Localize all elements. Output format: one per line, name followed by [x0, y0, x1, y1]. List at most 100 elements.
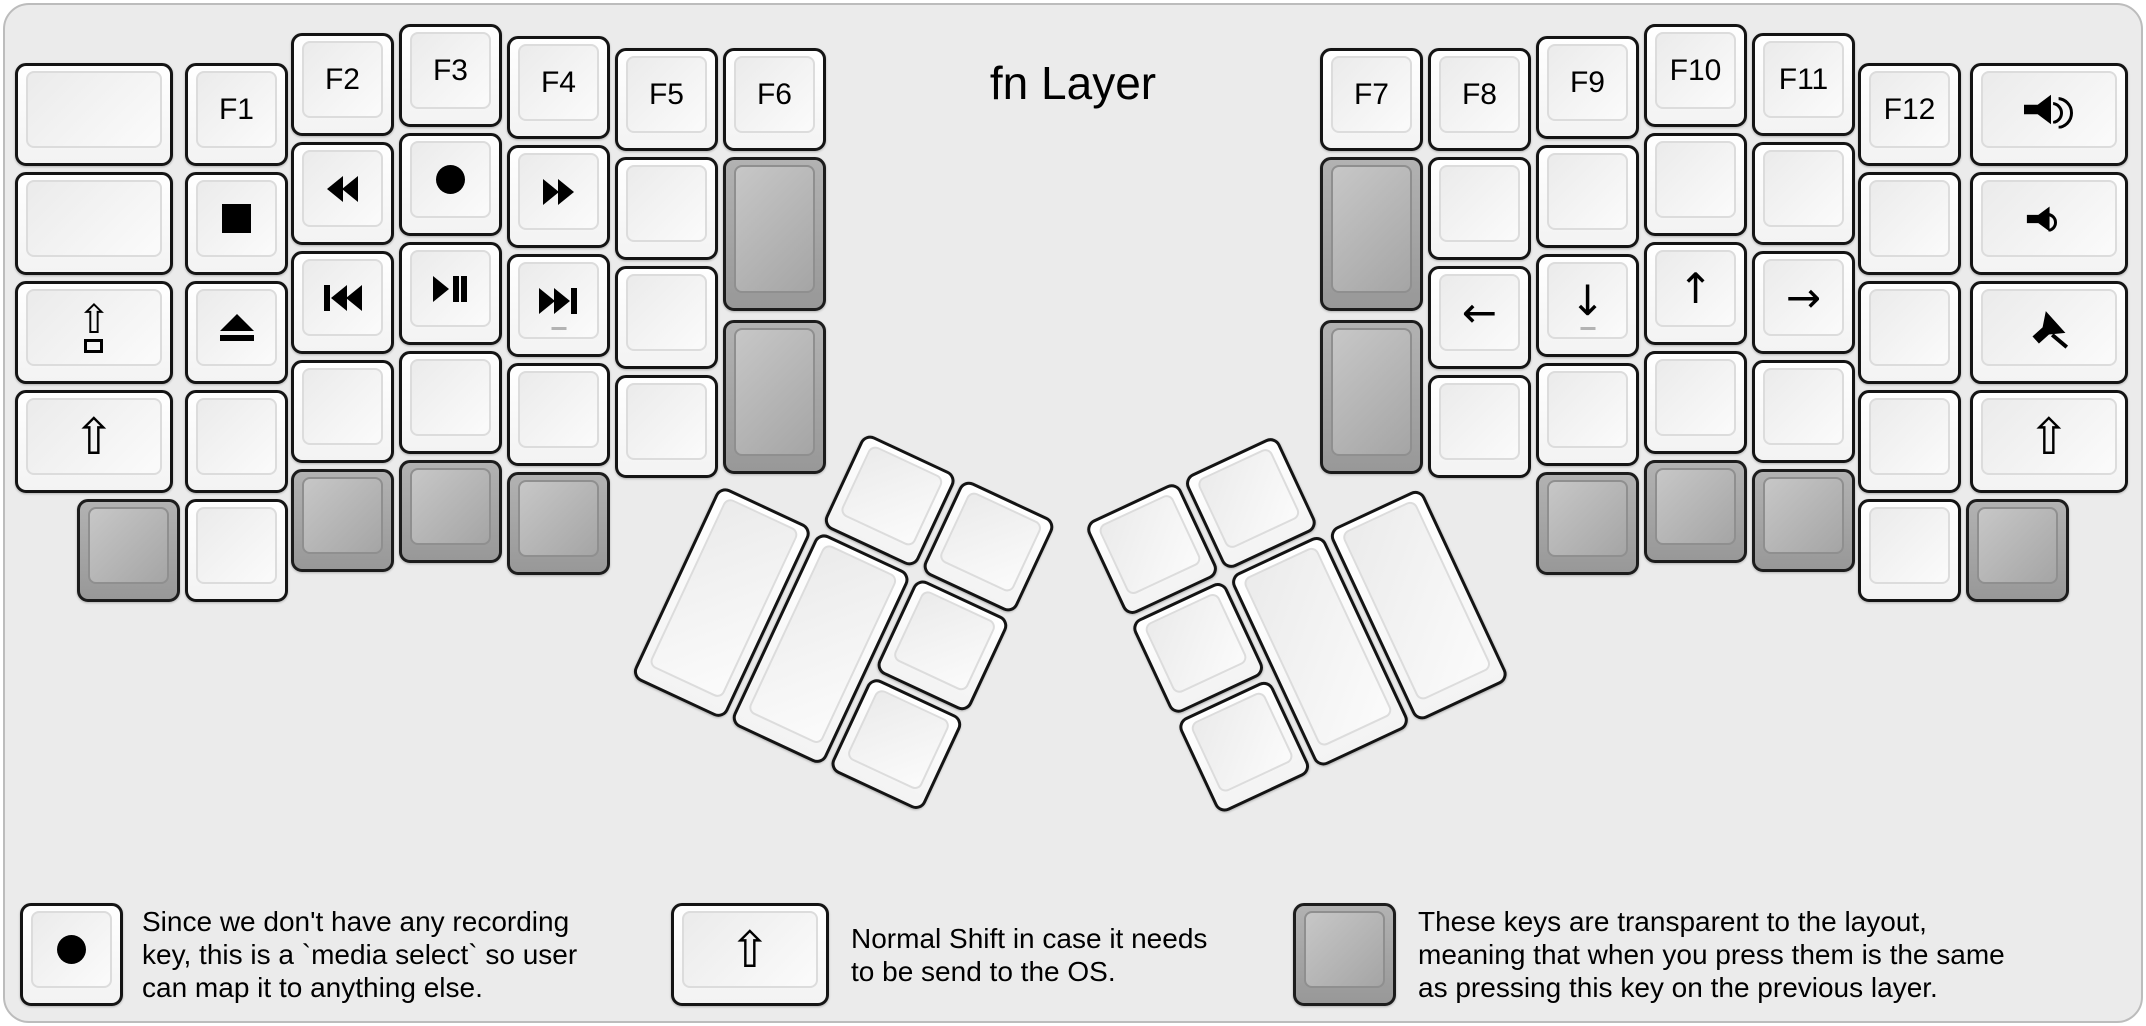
- keycap-top: [1439, 165, 1520, 242]
- key-transparent: [77, 499, 180, 602]
- key-next-track: [507, 254, 610, 357]
- front-dash-mark: [551, 327, 566, 330]
- keycap-top: [1869, 180, 1950, 257]
- key-blank: [615, 157, 718, 260]
- keycap-top: [1981, 71, 2117, 148]
- keycap-top: [410, 141, 491, 218]
- key-blank: [291, 360, 394, 463]
- rewind-icon: [327, 175, 358, 202]
- keycap-top: [1763, 477, 1844, 554]
- keycap-top: [196, 180, 277, 257]
- key-f12: F12: [1858, 63, 1961, 166]
- key-fast-forward: [507, 145, 610, 248]
- key-label: F7: [1353, 77, 1389, 111]
- keycap-top: F10: [1655, 32, 1736, 109]
- keycap-top: [1331, 328, 1412, 456]
- key-f10: F10: [1644, 24, 1747, 127]
- left-icon: ←: [1461, 287, 1498, 337]
- keycap-top: [518, 371, 599, 448]
- keycap-top: [734, 328, 815, 456]
- key-f1: F1: [185, 63, 288, 166]
- legend-text-line: Since we don't have any recording: [142, 906, 570, 937]
- key-label: F1: [218, 92, 254, 126]
- shift-icon: ⇧: [729, 920, 771, 979]
- key-blank: [1536, 363, 1639, 466]
- key-blank: [1752, 360, 1855, 463]
- keycap-top: [626, 274, 707, 351]
- key-label: F6: [756, 77, 792, 111]
- keycap-top: [1547, 371, 1628, 448]
- keycap-top: F3: [410, 32, 491, 109]
- playpause-icon: [433, 275, 468, 302]
- keycap-top: [1869, 507, 1950, 584]
- keycap-top: [302, 477, 383, 554]
- prev-icon: [323, 284, 362, 311]
- keycap-top: [88, 507, 169, 584]
- keycap-top: [410, 468, 491, 545]
- legend-transparent-text: These keys are transparent to the layout…: [1418, 905, 2005, 1004]
- key-f8: F8: [1428, 48, 1531, 151]
- ffwd-icon: [543, 178, 574, 205]
- key-f7: F7: [1320, 48, 1423, 151]
- key-transparent: [291, 469, 394, 572]
- key-blank: [507, 363, 610, 466]
- key-volume-up: [1970, 63, 2128, 166]
- keycap-top: [302, 368, 383, 445]
- keycap-top: F8: [1439, 56, 1520, 133]
- keycap-top: ←: [1439, 274, 1520, 351]
- keycap-top: [1869, 289, 1950, 366]
- keycap-top: ⇧: [1981, 398, 2117, 475]
- key-blank: [1858, 499, 1961, 602]
- keycap-top: [1977, 507, 2058, 584]
- key-blank: [15, 172, 173, 275]
- key-prev-track: [291, 251, 394, 354]
- legend-text-line: key, this is a `media select` so user: [142, 939, 578, 970]
- keycap-top: F4: [518, 44, 599, 121]
- keycap-top: F6: [734, 56, 815, 133]
- up-icon: ↑: [1677, 263, 1714, 313]
- key-blank: [1428, 375, 1531, 478]
- keycap-top: ⇧: [26, 289, 162, 366]
- keycap-top: [1655, 468, 1736, 545]
- key-f11: F11: [1752, 33, 1855, 136]
- keycap-top: F11: [1763, 41, 1844, 118]
- key-arrow-right: →: [1752, 251, 1855, 354]
- legend-text-line: These keys are transparent to the layout…: [1418, 906, 1927, 937]
- key-label: F12: [1883, 92, 1936, 126]
- keycap-top: F12: [1869, 71, 1950, 148]
- keycap-top: ⇧: [682, 911, 818, 988]
- key-label: F11: [1778, 62, 1829, 96]
- key-stop: [185, 172, 288, 275]
- key-shift-right: ⇧: [1970, 390, 2128, 493]
- legend-text-line: to be send to the OS.: [851, 956, 1116, 987]
- keycap-top: [302, 150, 383, 227]
- keycap-top: [196, 507, 277, 584]
- key-f6: F6: [723, 48, 826, 151]
- record-icon: [57, 935, 86, 964]
- key-blank: [1536, 145, 1639, 248]
- key-arrow-left: ←: [1428, 266, 1531, 369]
- keycap-top: [1655, 141, 1736, 218]
- key-transparent: [507, 472, 610, 575]
- key-arrow-down: ↓: [1536, 254, 1639, 357]
- key-blank: [1644, 351, 1747, 454]
- key-transparent: [1320, 157, 1423, 311]
- key-f4: F4: [507, 36, 610, 139]
- keycap-top: [1547, 480, 1628, 557]
- keycap-top: [1655, 359, 1736, 436]
- keycap-top: [26, 71, 162, 148]
- key-blank: [615, 266, 718, 369]
- key-transparent: [723, 157, 826, 311]
- legend-text-line: Normal Shift in case it needs: [851, 923, 1208, 954]
- keycap-top: [302, 259, 383, 336]
- keycap-top: F9: [1547, 44, 1628, 121]
- key-caps-lock: ⇧: [15, 281, 173, 384]
- keycap-top: [1439, 383, 1520, 460]
- key-f5: F5: [615, 48, 718, 151]
- key-label: F2: [324, 62, 360, 96]
- volup-icon: [2022, 92, 2076, 129]
- key-blank: [185, 499, 288, 602]
- keycap-top: [1189, 690, 1296, 795]
